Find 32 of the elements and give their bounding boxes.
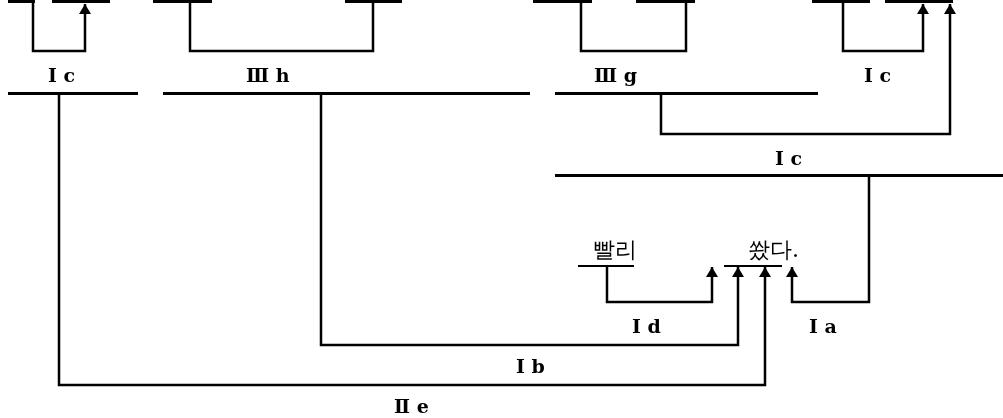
- edge-label: Ⅰ a: [807, 316, 839, 336]
- arrow: [786, 177, 871, 304]
- edge-label: Ⅲ h: [244, 65, 292, 85]
- edge-label: Ⅰ d: [630, 316, 663, 336]
- underline: [52, 0, 110, 3]
- arrow: [57, 95, 771, 387]
- edge-label: Ⅰ c: [862, 65, 894, 85]
- horizontal-line: [8, 92, 138, 95]
- horizontal-line: [555, 174, 1003, 177]
- word: 빨리: [577, 238, 637, 266]
- edge-label: Ⅱ e: [392, 396, 431, 416]
- arrow: [841, 3, 929, 53]
- arrow: [605, 266, 718, 304]
- underline: [345, 0, 402, 3]
- edge-label: Ⅰ c: [46, 65, 78, 85]
- edge-label: Ⅰ c: [773, 148, 805, 168]
- horizontal-line: [555, 92, 818, 95]
- horizontal-line: [163, 92, 530, 95]
- bracket-line: [579, 3, 688, 53]
- underline: [153, 0, 212, 3]
- arrow: [659, 4, 956, 136]
- underline: [636, 0, 695, 3]
- underline: [885, 0, 953, 3]
- edge-label: Ⅲ g: [592, 65, 640, 85]
- arrow: [319, 95, 744, 347]
- arrow: [31, 3, 91, 53]
- underline: [8, 0, 35, 3]
- edge-label: Ⅰ b: [514, 356, 547, 376]
- bracket-line: [188, 3, 375, 53]
- word: 쐈다.: [706, 238, 799, 266]
- underline: [533, 0, 592, 3]
- underline: [812, 0, 870, 3]
